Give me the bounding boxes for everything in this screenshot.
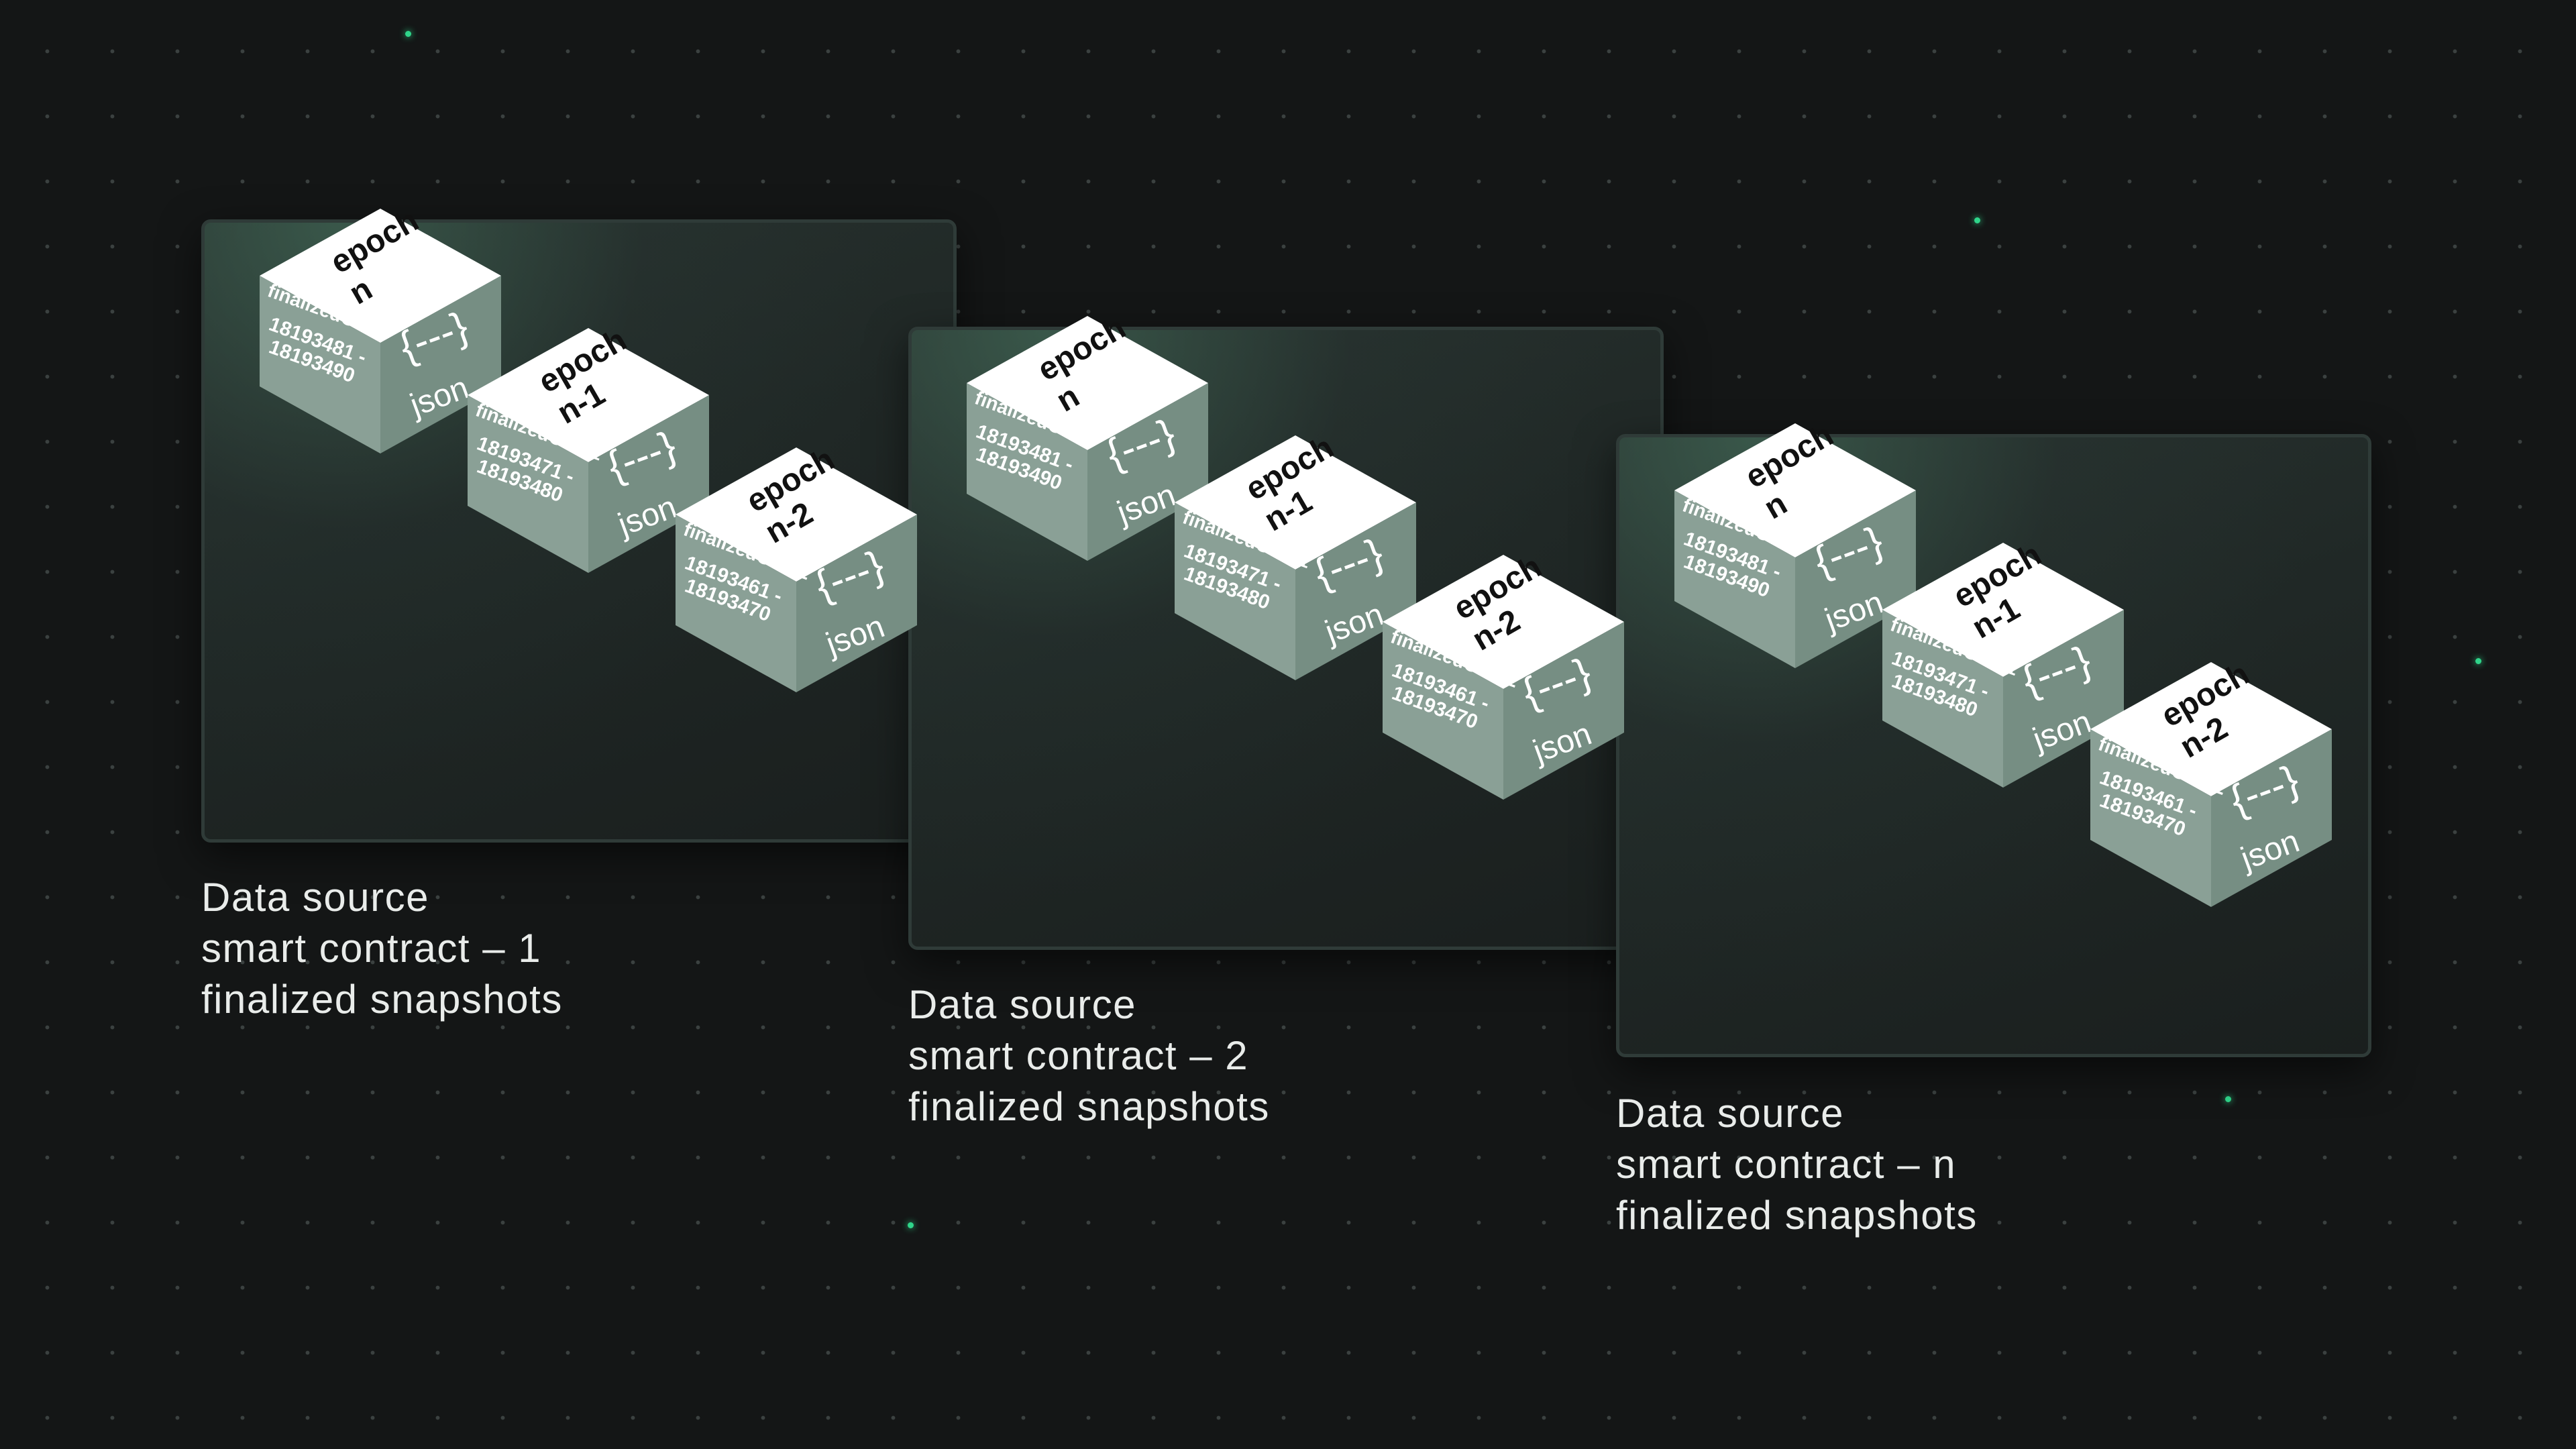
caption-line: smart contract – 1 xyxy=(201,926,542,971)
cube-right-face xyxy=(588,395,709,573)
cube-right-face xyxy=(1087,383,1208,561)
cube-left-face xyxy=(260,276,380,453)
caption-line: Data source xyxy=(1616,1091,1844,1136)
cube-right-face xyxy=(2211,729,2332,907)
caption-line: smart contract – n xyxy=(1616,1142,1957,1187)
caption-line: finalized snapshots xyxy=(1616,1193,1978,1238)
sparkle-dot xyxy=(2225,1096,2231,1102)
cube-right-face xyxy=(796,515,917,692)
panel-caption-2: Data source smart contract – 2 finalized… xyxy=(908,979,1270,1132)
cube-left-face xyxy=(1882,610,2003,788)
cube-left-face xyxy=(676,515,796,692)
sparkle-dot xyxy=(405,31,411,37)
panel-caption-1: Data source smart contract – 1 finalized… xyxy=(201,872,563,1025)
sparkle-dot xyxy=(1974,217,1980,223)
cube-right-face xyxy=(1295,502,1416,680)
cube-right-face xyxy=(1503,622,1624,800)
caption-line: Data source xyxy=(908,982,1136,1027)
sparkle-dot xyxy=(2475,658,2481,664)
caption-line: finalized snapshots xyxy=(201,977,563,1022)
caption-line: smart contract – 2 xyxy=(908,1033,1249,1078)
cube-left-face xyxy=(468,395,588,573)
cube-right-face xyxy=(380,276,501,453)
caption-line: Data source xyxy=(201,875,429,920)
cube-left-face xyxy=(1175,502,1295,680)
cube-left-face xyxy=(2090,729,2211,907)
cube-left-face xyxy=(1674,490,1795,668)
cube-left-face xyxy=(967,383,1087,561)
cube-left-face xyxy=(1383,622,1503,800)
cube-right-face xyxy=(2003,610,2124,788)
caption-line: finalized snapshots xyxy=(908,1084,1270,1129)
panel-caption-n: Data source smart contract – n finalized… xyxy=(1616,1088,1978,1241)
sparkle-dot xyxy=(908,1222,914,1228)
cube-right-face xyxy=(1795,490,1916,668)
